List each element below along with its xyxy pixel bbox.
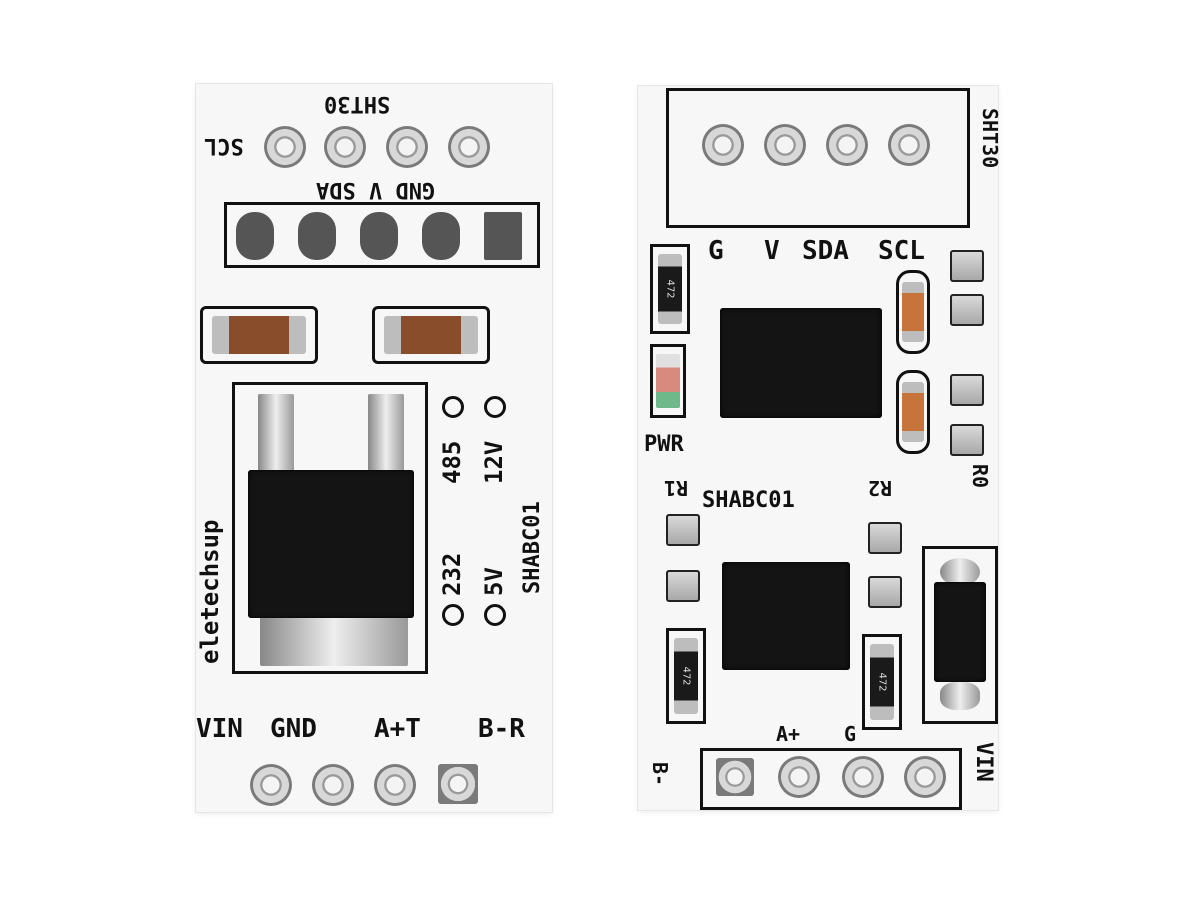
- left-pin-labels: GND V SDA: [316, 177, 436, 202]
- left-scl-label: SCL: [204, 133, 244, 158]
- right-resistor-value: 472: [876, 672, 888, 692]
- left-485-mark: [442, 396, 464, 418]
- right-mcu-chip: [720, 308, 882, 418]
- right-pin-label: V: [764, 236, 780, 266]
- right-bottom-pad: [778, 756, 820, 798]
- left-bottom-label: B-R: [478, 714, 525, 744]
- left-top-pad: [324, 126, 366, 168]
- right-r1-pad: [666, 570, 700, 602]
- right-resistor-value: 472: [680, 666, 692, 686]
- right-bottom-label: A+: [776, 722, 801, 746]
- left-bottom-label: A+T: [374, 714, 421, 744]
- left-485-label: 485: [438, 440, 466, 484]
- left-header-pad: [236, 212, 274, 260]
- left-bottom-label: VIN: [196, 714, 243, 744]
- right-pin-label: G: [708, 236, 724, 266]
- right-cap-outline: [896, 370, 930, 454]
- left-board: SHT30 SCL GND V SDA eletechsup 485 232 1…: [196, 84, 552, 812]
- right-b-label: B-: [648, 762, 672, 787]
- left-5v-label: 5V: [480, 567, 508, 596]
- right-res-outline: [666, 628, 706, 724]
- left-header-outline: [224, 202, 540, 268]
- right-r0-pad: [950, 294, 984, 326]
- right-sht30-label: SHT30: [978, 108, 1002, 169]
- right-r1-label: R1: [664, 476, 689, 500]
- right-pin-label: SDA: [802, 236, 849, 266]
- right-r2-pad: [868, 576, 902, 608]
- right-r0-pad: [950, 424, 984, 456]
- right-top-pad: [764, 124, 806, 166]
- left-12v-mark: [484, 396, 506, 418]
- left-bottom-label: GND: [270, 714, 317, 744]
- left-capacitor: [384, 316, 478, 354]
- left-cap-outline: [372, 306, 490, 364]
- left-232-label: 232: [438, 552, 466, 596]
- right-top-pad: [888, 124, 930, 166]
- right-capacitor: [902, 382, 924, 442]
- right-bottom-pad: [842, 756, 884, 798]
- right-bottom-pad: [904, 756, 946, 798]
- right-model-label: SHABC01: [702, 488, 795, 513]
- left-bottom-pad: [312, 764, 354, 806]
- right-capacitor: [902, 282, 924, 342]
- right-top-pad: [702, 124, 744, 166]
- right-resistor: 472: [658, 254, 682, 324]
- left-brand-label: eletechsup: [196, 519, 224, 665]
- right-header-outline: [666, 88, 970, 228]
- right-bottom-label: G: [844, 722, 857, 746]
- right-vin-label: VIN: [971, 742, 996, 782]
- left-header-pad: [422, 212, 460, 260]
- right-res-outline: [862, 634, 902, 730]
- right-cap-outline: [896, 270, 930, 354]
- right-pwr-led: [656, 354, 680, 408]
- left-top-pad: [386, 126, 428, 168]
- right-transceiver-chip: [722, 562, 850, 670]
- right-res-outline: [650, 244, 690, 334]
- left-232-mark: [442, 604, 464, 626]
- right-resistor: 472: [870, 644, 894, 720]
- right-r2-pad: [868, 522, 902, 554]
- left-5v-mark: [484, 604, 506, 626]
- right-diode-lead: [940, 682, 980, 710]
- left-bottom-pad: [438, 764, 478, 804]
- right-led-outline: [650, 344, 686, 418]
- left-regulator-outline: [232, 382, 428, 674]
- left-top-pad: [448, 126, 490, 168]
- right-r0-pad: [950, 250, 984, 282]
- right-diode-lead: [940, 558, 980, 586]
- left-model-label: SHABC01: [520, 501, 545, 594]
- left-regulator-tab: [368, 394, 404, 478]
- left-capacitor: [212, 316, 306, 354]
- left-header-pad: [484, 212, 522, 260]
- right-resistor-value: 472: [664, 279, 676, 299]
- right-resistor: 472: [674, 638, 698, 714]
- left-top-pad: [264, 126, 306, 168]
- right-bottom-pad: [716, 758, 754, 796]
- left-sht30-label: SHT30: [324, 91, 391, 116]
- right-board: SHT30 G V SDA SCL 472 R0 PWR R1 SHABC01 …: [638, 86, 1002, 810]
- right-pin-label: SCL: [878, 236, 925, 266]
- right-r2-label: R2: [868, 476, 893, 500]
- left-12v-label: 12V: [480, 440, 508, 484]
- right-pwr-label: PWR: [644, 432, 684, 457]
- right-r0-pad: [950, 374, 984, 406]
- right-diode-outline: [922, 546, 998, 724]
- left-bottom-pad: [374, 764, 416, 806]
- left-regulator-body: [248, 470, 414, 618]
- left-cap-outline: [200, 306, 318, 364]
- right-r0-label: R0: [968, 464, 992, 489]
- left-bottom-pad: [250, 764, 292, 806]
- left-regulator-tab: [258, 394, 294, 478]
- right-diode-body: [934, 582, 986, 682]
- right-r1-pad: [666, 514, 700, 546]
- left-header-pad: [360, 212, 398, 260]
- right-top-pad: [826, 124, 868, 166]
- right-bottom-header-outline: [700, 748, 962, 810]
- left-header-pad: [298, 212, 336, 260]
